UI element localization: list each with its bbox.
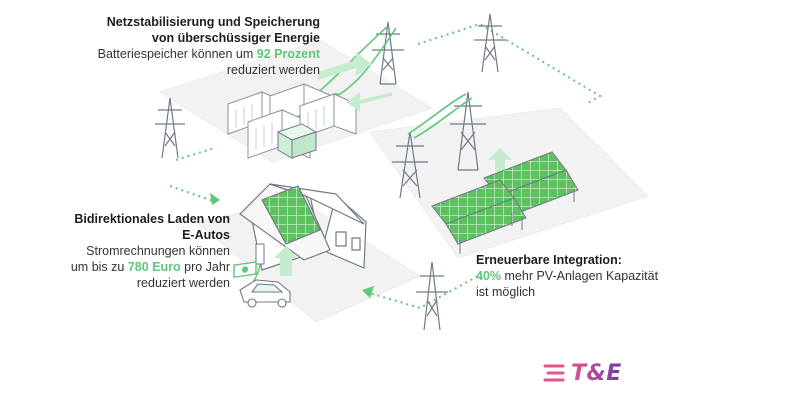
flow-arrow-icon [346,92,392,112]
battery-storage-icon [235,104,325,150]
dotted-connectors [169,22,602,310]
pylon-icon [155,97,185,159]
battery-storage-icon [276,123,318,159]
flow-arrow-icon [210,193,220,205]
pylon-icon [474,13,506,73]
flow-arrow-icon [488,148,512,172]
pylon-icon [372,21,404,85]
callout-text: Stromrechnungen können um bis zu [70,244,230,274]
pylon-icon [450,91,486,171]
flow-arrow-icon [318,52,372,80]
callout-highlight: 40% [476,269,502,283]
callout-text: reduziert werden [226,63,320,77]
callout-title: Netzstabilisierung und Speicherung [106,15,320,29]
three-lines-logo-icon [543,364,565,382]
solar-panel-icon [431,151,579,245]
callout-text: mehr PV-Anlagen Kapazität ist möglich [476,269,659,299]
callout-title: Erneuerbare Integration: [476,253,622,267]
callout-renewables: Erneuerbare Integration: 40% mehr PV-Anl… [476,252,666,300]
house-icon [239,183,367,271]
money-bill-icon [233,261,257,278]
flow-arrow-icon [274,246,298,276]
callout-ev: Bidirektionales Laden von E-Autos Stromr… [68,211,230,291]
callout-text: pro Jahr reduziert werden [136,260,230,290]
solar-panel-stands [459,190,575,254]
callout-title: von überschüssiger Energie [151,31,320,45]
callout-highlight: 92 Prozent [256,47,320,61]
car-icon [239,279,291,308]
logo-text: T&E [571,360,622,386]
brand-logo: T&E [543,359,622,387]
callout-storage: Netzstabilisierung und Speicherung von ü… [96,14,320,78]
callout-highlight: 780 Euro [127,260,181,274]
callout-title: Bidirektionales Laden von [74,212,230,226]
callout-text: Batteriespeicher können um [97,47,254,61]
pylon-icon [392,131,428,199]
callout-title: E-Autos [182,228,230,242]
pylon-icon [416,261,448,331]
flow-arrow-icon [362,286,374,298]
